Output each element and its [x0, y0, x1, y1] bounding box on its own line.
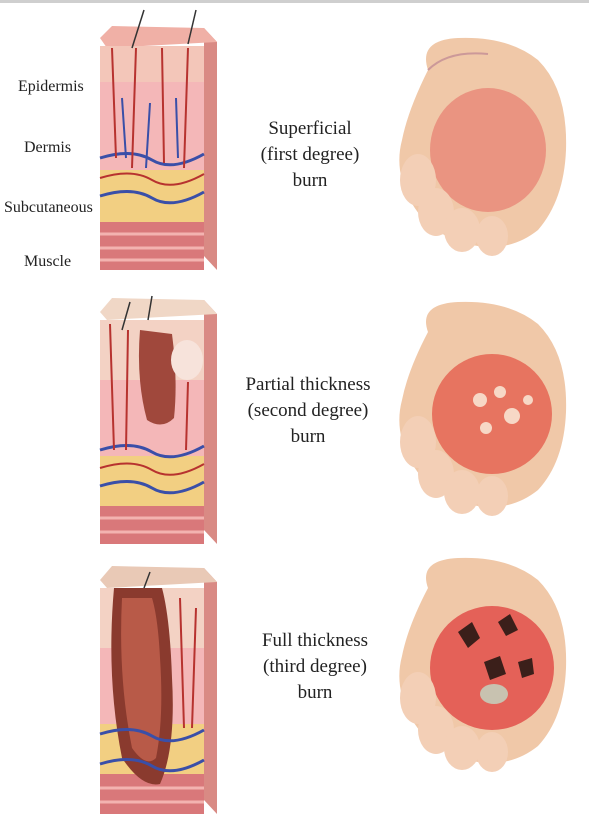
- label-dermis: Dermis: [24, 139, 71, 157]
- label-muscle: Muscle: [24, 253, 71, 271]
- burn-label-line: Partial thickness: [233, 372, 383, 398]
- burn-label-line: (third degree): [240, 654, 390, 680]
- burn-label-superficial: Superficial (first degree) burn: [235, 116, 385, 194]
- hand-superficial-burn: [388, 30, 578, 260]
- burn-label-partial: Partial thickness (second degree) burn: [233, 372, 383, 450]
- burn-label-line: (first degree): [235, 142, 385, 168]
- burn-label-line: burn: [233, 424, 383, 450]
- hand-full-burn: [388, 552, 578, 774]
- burn-label-line: (second degree): [233, 398, 383, 424]
- skin-cross-section-superficial: [92, 8, 222, 278]
- burn-label-line: burn: [235, 168, 385, 194]
- skin-cross-section-full: [92, 558, 222, 820]
- burn-label-line: Full thickness: [240, 628, 390, 654]
- burn-label-line: burn: [240, 680, 390, 706]
- burn-label-line: Superficial: [235, 116, 385, 142]
- label-epidermis: Epidermis: [18, 78, 84, 96]
- label-subcutaneous: Subcutaneous: [4, 199, 93, 217]
- burn-label-full: Full thickness (third degree) burn: [240, 628, 390, 706]
- hand-partial-burn: [388, 296, 578, 518]
- top-border: [0, 0, 589, 3]
- skin-cross-section-partial: [92, 290, 222, 552]
